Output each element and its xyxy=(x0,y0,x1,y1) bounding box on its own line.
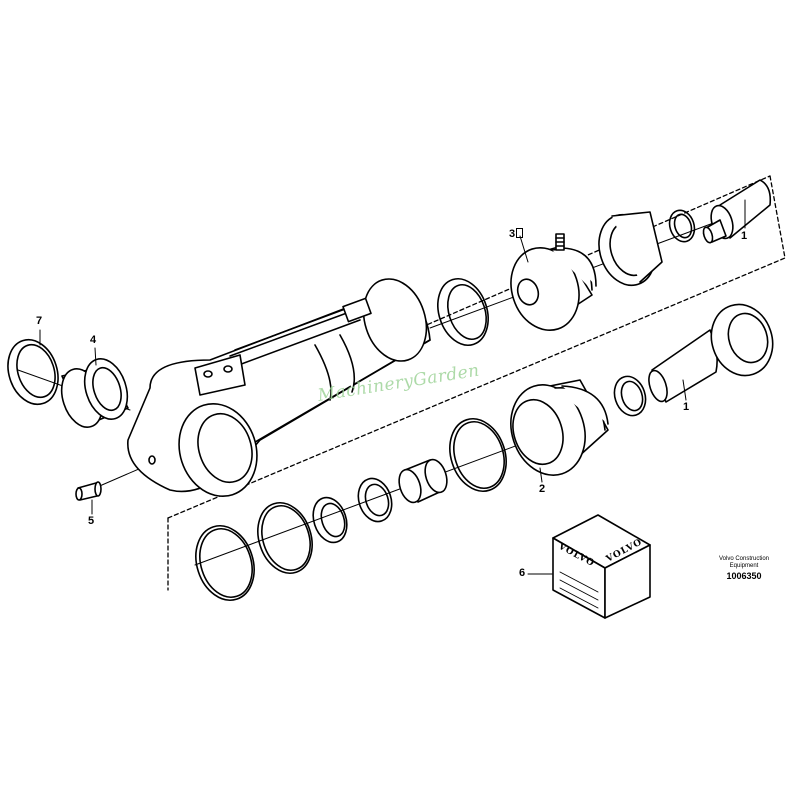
o-ring-upper-small xyxy=(668,209,696,243)
o-ring-part-7 xyxy=(7,338,59,406)
callout-3-text: 3 xyxy=(509,228,516,240)
callout-1-lower: 1 xyxy=(683,401,690,413)
piston-nut-upper xyxy=(598,211,663,287)
piston-rod-eye xyxy=(648,303,774,403)
seal-ring-b xyxy=(312,496,348,544)
wear-ring-upper xyxy=(437,278,489,346)
callout-3-box-icon xyxy=(516,228,524,238)
o-ring-lower-a xyxy=(195,525,255,601)
cylinder-head-part-2 xyxy=(510,379,609,476)
reference-block: Volvo Construction Equipment 1006350 xyxy=(708,556,780,582)
reference-number: 1006350 xyxy=(726,571,762,581)
grease-nipple-part-5 xyxy=(75,481,102,501)
group-frame xyxy=(167,175,786,591)
seal-ring-a xyxy=(357,477,393,523)
piston-part-3 xyxy=(510,233,597,332)
o-ring-lower-large xyxy=(449,418,507,492)
reference-maker-line1: Volvo Construction xyxy=(718,556,770,562)
seal-kit-box-part-6 xyxy=(552,514,651,619)
callout-6: 6 xyxy=(519,567,526,579)
bushing-part-4 xyxy=(60,358,129,428)
seal-lower-small xyxy=(613,375,647,417)
callout-7: 7 xyxy=(36,315,43,327)
reference-maker-line2: Equipment xyxy=(729,563,759,569)
o-ring-lower-b xyxy=(257,502,313,574)
piston-rod-upper xyxy=(702,179,772,244)
guide-bushing-lower xyxy=(398,458,448,504)
callout-4: 4 xyxy=(90,334,97,346)
cylinder-tube xyxy=(127,278,431,498)
callout-3: 3 xyxy=(509,228,524,240)
leader-lines xyxy=(39,199,746,575)
callout-1-upper: 1 xyxy=(741,230,748,242)
callout-2: 2 xyxy=(539,483,546,495)
callout-5: 5 xyxy=(88,515,95,527)
